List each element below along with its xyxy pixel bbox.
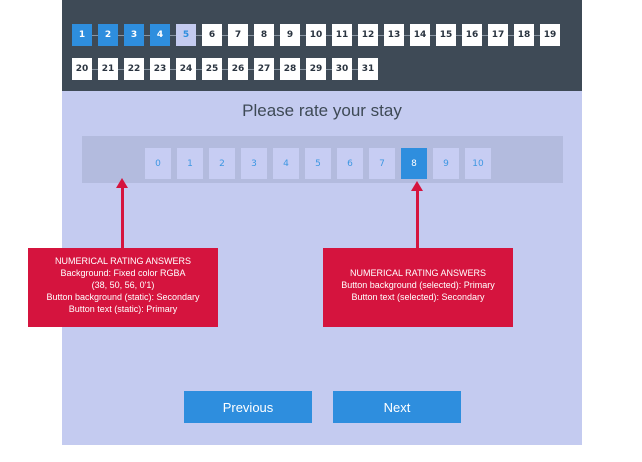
day-button-27[interactable]: 27: [254, 58, 274, 80]
annotation-line: (38, 50, 56, 0'1): [91, 280, 155, 290]
day-button-22[interactable]: 22: [124, 58, 144, 80]
day-button-18[interactable]: 18: [514, 24, 534, 46]
day-button-25[interactable]: 25: [202, 58, 222, 80]
day-button-20[interactable]: 20: [72, 58, 92, 80]
rating-option-2[interactable]: 2: [209, 148, 235, 179]
day-button-31[interactable]: 31: [358, 58, 378, 80]
annotation-line: Background: Fixed color RGBA: [60, 268, 186, 278]
day-button-30[interactable]: 30: [332, 58, 352, 80]
day-button-17[interactable]: 17: [488, 24, 508, 46]
day-separator: [300, 34, 306, 36]
day-button-1[interactable]: 1: [72, 24, 92, 46]
day-button-11[interactable]: 11: [332, 24, 352, 46]
day-button-16[interactable]: 16: [462, 24, 482, 46]
day-button-21[interactable]: 21: [98, 58, 118, 80]
day-separator: [274, 34, 280, 36]
day-separator: [508, 34, 514, 36]
left-arrow-shaft: [121, 188, 124, 248]
day-separator: [170, 34, 176, 36]
day-button-3[interactable]: 3: [124, 24, 144, 46]
day-button-14[interactable]: 14: [410, 24, 430, 46]
day-separator: [378, 34, 384, 36]
day-separator: [534, 34, 540, 36]
annotation-static: NUMERICAL RATING ANSWERS Background: Fixe…: [28, 248, 218, 327]
rating-option-4[interactable]: 4: [273, 148, 299, 179]
day-button-26[interactable]: 26: [228, 58, 248, 80]
day-button-7[interactable]: 7: [228, 24, 248, 46]
right-arrow-shaft: [416, 191, 419, 248]
day-button-15[interactable]: 15: [436, 24, 456, 46]
day-separator: [482, 34, 488, 36]
previous-button[interactable]: Previous: [184, 391, 312, 423]
day-button-24[interactable]: 24: [176, 58, 196, 80]
annotation-line: Button text (selected): Secondary: [351, 292, 485, 302]
day-separator: [326, 34, 332, 36]
day-button-8[interactable]: 8: [254, 24, 274, 46]
annotation-line: Button background (static): Secondary: [46, 292, 200, 302]
day-separator: [456, 34, 462, 36]
rating-option-9[interactable]: 9: [433, 148, 459, 179]
day-button-2[interactable]: 2: [98, 24, 118, 46]
day-button-19[interactable]: 19: [540, 24, 560, 46]
day-row-2: 20 21 22 23 24 25 26 27 28 29 30 31: [72, 58, 378, 80]
left-arrow-head: [116, 178, 128, 188]
day-separator: [92, 34, 98, 36]
rating-option-5[interactable]: 5: [305, 148, 331, 179]
day-button-23[interactable]: 23: [150, 58, 170, 80]
day-separator: [118, 68, 124, 70]
day-button-29[interactable]: 29: [306, 58, 326, 80]
day-button-5[interactable]: 5: [176, 24, 196, 46]
day-separator: [144, 68, 150, 70]
day-button-4[interactable]: 4: [150, 24, 170, 46]
next-button[interactable]: Next: [333, 391, 461, 423]
day-separator: [118, 34, 124, 36]
day-separator: [92, 68, 98, 70]
day-separator: [274, 68, 280, 70]
day-button-9[interactable]: 9: [280, 24, 300, 46]
day-separator: [196, 34, 202, 36]
day-button-10[interactable]: 10: [306, 24, 326, 46]
day-button-13[interactable]: 13: [384, 24, 404, 46]
annotation-line: Button background (selected): Primary: [341, 280, 495, 290]
rating-option-7[interactable]: 7: [369, 148, 395, 179]
rating-option-8[interactable]: 8: [401, 148, 427, 179]
day-separator: [352, 68, 358, 70]
question-title: Please rate your stay: [242, 101, 402, 120]
rating-option-6[interactable]: 6: [337, 148, 363, 179]
day-button-28[interactable]: 28: [280, 58, 300, 80]
annotation-selected: NUMERICAL RATING ANSWERS Button backgroun…: [323, 248, 513, 327]
day-separator: [300, 68, 306, 70]
day-separator: [170, 68, 176, 70]
rating-option-1[interactable]: 1: [177, 148, 203, 179]
rating-option-0[interactable]: 0: [145, 148, 171, 179]
day-separator: [248, 68, 254, 70]
day-separator: [248, 34, 254, 36]
day-separator: [222, 34, 228, 36]
day-separator: [326, 68, 332, 70]
day-separator: [196, 68, 202, 70]
day-separator: [430, 34, 436, 36]
rating-option-10[interactable]: 10: [465, 148, 491, 179]
day-separator: [222, 68, 228, 70]
day-separator: [352, 34, 358, 36]
rating-option-3[interactable]: 3: [241, 148, 267, 179]
annotation-line: NUMERICAL RATING ANSWERS: [54, 256, 191, 266]
day-separator: [144, 34, 150, 36]
day-button-6[interactable]: 6: [202, 24, 222, 46]
annotation-line: Button text (static): Primary: [68, 304, 178, 314]
annotation-line: NUMERICAL RATING ANSWERS: [349, 268, 486, 278]
day-separator: [404, 34, 410, 36]
right-arrow-head: [411, 181, 423, 191]
day-button-12[interactable]: 12: [358, 24, 378, 46]
